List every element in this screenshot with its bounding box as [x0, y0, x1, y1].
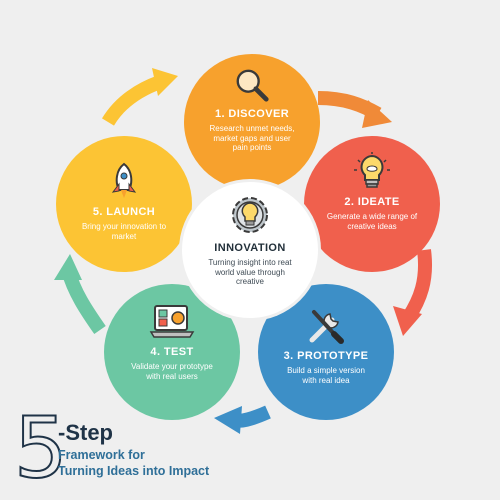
step-title: 5. LAUNCH	[92, 206, 156, 218]
step-count-number: 5	[13, 399, 68, 497]
step-prototype: 3. PROTOTYPE Build a simple version with…	[258, 284, 394, 420]
step-title: 4. TEST	[150, 346, 194, 358]
laptop-test-icon	[149, 302, 195, 342]
center-innovation: INNOVATION Turning insight into reat wor…	[182, 182, 318, 318]
center-description: Turning insight into reat world value th…	[208, 258, 292, 286]
rocket-icon	[106, 162, 142, 202]
arrowhead-launch	[54, 254, 82, 280]
gear-bulb-icon	[227, 192, 273, 238]
arrowhead-prototype	[393, 306, 422, 336]
step-title: 2. IDEATE	[344, 196, 400, 208]
arrowhead-test	[214, 406, 242, 434]
step-ideate: 2. IDEATE Generate a wide range of creat…	[304, 136, 440, 272]
headline-step: -Step	[58, 420, 113, 445]
tools-icon	[306, 306, 346, 346]
arrow-ideate-to-prototype	[402, 249, 432, 322]
step-description: Research unmet needs, market gaps and us…	[209, 124, 295, 152]
lightbulb-icon	[352, 152, 392, 192]
step-description: Build a simple version with real idea	[287, 366, 365, 385]
step-test: 4. TEST Validate your prototype with rea…	[104, 284, 240, 420]
step-title: 1. DISCOVER	[214, 108, 290, 120]
step-description: Validate your prototype with real users	[131, 362, 213, 381]
step-title: 3. PROTOTYPE	[283, 350, 369, 362]
subline-2: Turning Ideas into Impact	[58, 464, 210, 478]
step-description: Generate a wide range of creative ideas	[326, 212, 418, 231]
magnifier-icon	[233, 66, 271, 104]
arrow-launch-to-discover	[101, 75, 163, 126]
step-launch: 5. LAUNCH Bring your innovation to marke…	[56, 136, 192, 272]
center-title: INNOVATION	[214, 242, 286, 254]
arrowhead-discover	[152, 68, 178, 96]
subline-1: Framework for	[58, 448, 145, 462]
step-description: Bring your innovation to market	[81, 222, 167, 241]
step-discover: 1. DISCOVER Research unmet needs, market…	[184, 54, 320, 190]
arrowhead-ideate	[362, 100, 392, 128]
